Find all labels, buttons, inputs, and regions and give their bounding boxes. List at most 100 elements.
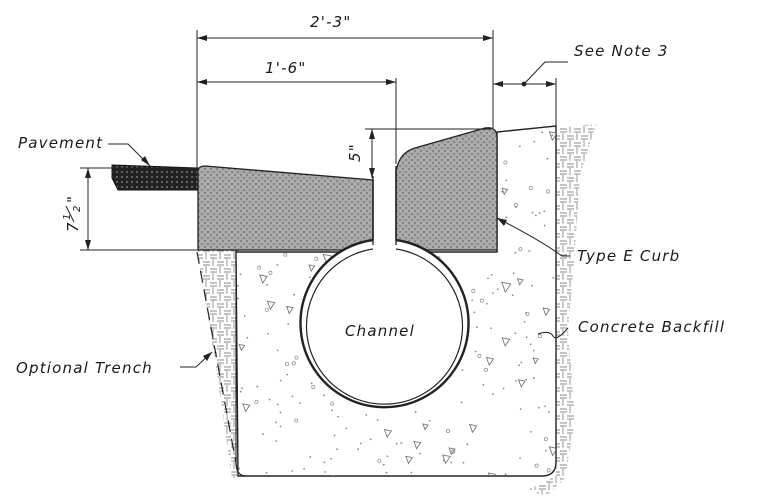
aggregate-mark	[242, 403, 251, 413]
aggregate-mark	[525, 311, 530, 316]
aggregate-mark	[237, 284, 239, 287]
aggregate-mark	[487, 277, 489, 280]
aggregate-mark	[357, 448, 360, 451]
dim-see-note	[493, 61, 568, 128]
dim-slot-depth-label: 5"	[346, 143, 364, 162]
aggregate-mark	[505, 216, 508, 219]
aggregate-mark	[537, 334, 542, 339]
dim-curb-depth-label: 7 1 2 "	[62, 195, 83, 232]
aggregate-mark	[276, 403, 279, 406]
aggregate-mark	[266, 300, 276, 311]
aggregate-mark	[532, 377, 535, 379]
aggregate-mark	[267, 333, 270, 335]
aggregate-mark	[502, 387, 505, 390]
aggregate-mark	[308, 264, 316, 273]
aggregate-mark	[239, 273, 242, 276]
aggregate-mark	[308, 276, 311, 279]
aggregate-mark	[385, 471, 388, 474]
aggregate-mark	[246, 336, 249, 339]
aggregate-mark	[551, 134, 554, 137]
aggregate-mark	[298, 401, 301, 404]
aggregate-mark	[266, 283, 269, 286]
backfill-label: Concrete Backfill	[578, 318, 725, 336]
aggregate-mark	[533, 140, 536, 143]
aggregate-mark	[468, 423, 478, 434]
aggregate-mark	[243, 314, 246, 317]
aggregate-mark	[543, 224, 546, 227]
aggregate-mark	[501, 190, 503, 193]
aggregate-mark	[331, 409, 333, 412]
aggregate-mark	[446, 428, 450, 433]
curb-leader	[496, 217, 570, 257]
aggregate-mark	[548, 446, 556, 457]
trench-label: Optional Trench	[16, 359, 153, 377]
aggregate-mark	[310, 382, 313, 385]
aggregate-mark	[264, 307, 269, 312]
aggregate-mark	[451, 449, 456, 454]
aggregate-mark	[256, 385, 259, 388]
aggregate-mark	[330, 401, 335, 406]
aggregate-mark	[283, 252, 288, 257]
aggregate-mark	[528, 250, 531, 252]
aggregate-mark	[511, 294, 514, 297]
aggregate-mark	[314, 256, 319, 261]
aggregate-mark	[287, 322, 290, 325]
aggregate-mark	[485, 356, 495, 367]
svg-text:1: 1	[62, 212, 73, 220]
aggregate-mark	[254, 399, 259, 404]
aggregate-mark	[365, 414, 368, 416]
aggregate-mark	[276, 349, 279, 352]
aggregate-mark	[329, 457, 332, 460]
dim-curb-depth	[80, 167, 198, 251]
aggregate-mark	[501, 187, 509, 196]
aggregate-mark	[286, 373, 289, 376]
aggregate-mark	[345, 427, 348, 430]
aggregate-mark	[291, 395, 294, 398]
aggregate-mark	[528, 186, 533, 190]
aggregate-mark	[482, 383, 485, 386]
aggregate-mark	[531, 284, 533, 287]
aggregate-mark	[279, 379, 282, 382]
aggregate-mark	[276, 264, 279, 266]
aggregate-mark	[241, 387, 243, 390]
aggregate-mark	[546, 157, 549, 160]
aggregate-mark	[383, 428, 393, 439]
aggregate-mark	[466, 443, 469, 446]
aggregate-mark	[545, 449, 547, 452]
aggregate-mark	[428, 419, 431, 422]
aggregate-mark	[259, 274, 268, 285]
aggregate-mark	[303, 467, 305, 470]
aggregate-mark	[268, 398, 271, 401]
aggregate-mark	[475, 326, 478, 329]
dim-slot-depth	[369, 129, 375, 178]
aggregate-mark	[309, 456, 312, 458]
dim-channel-offset-label: 1'-6"	[265, 59, 307, 77]
aggregate-mark	[552, 276, 555, 279]
aggregate-mark	[323, 394, 325, 397]
aggregate-mark	[291, 470, 294, 472]
aggregate-mark	[490, 327, 493, 330]
aggregate-mark	[461, 369, 464, 371]
aggregate-mark	[279, 425, 282, 428]
aggregate-mark	[515, 380, 517, 382]
aggregate-mark	[275, 440, 278, 442]
aggregate-mark	[422, 423, 429, 431]
aggregate-mark	[410, 471, 413, 474]
aggregate-mark	[543, 210, 546, 213]
aggregate-mark	[512, 272, 515, 275]
aggregate-mark	[519, 457, 521, 459]
aggregate-mark	[484, 367, 489, 372]
aggregate-mark	[529, 343, 532, 346]
aggregate-mark	[525, 378, 528, 381]
aggregate-mark	[448, 447, 456, 456]
aggregate-mark	[333, 434, 336, 437]
svg-text:7: 7	[64, 221, 82, 232]
aggregate-mark	[257, 265, 262, 270]
aggregate-mark	[414, 411, 417, 413]
aggregate-mark	[518, 145, 521, 148]
aggregate-mark	[238, 467, 241, 470]
aggregate-mark	[517, 379, 526, 388]
aggregate-mark	[376, 419, 379, 421]
aggregate-mark	[485, 302, 488, 305]
